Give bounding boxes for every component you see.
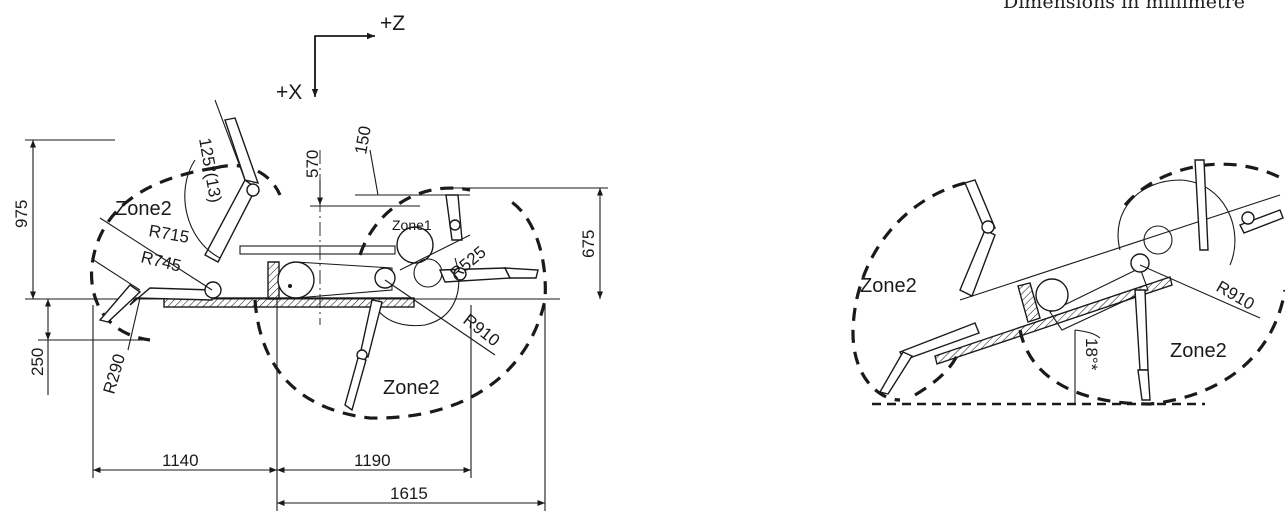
- seat-plate-tilted: [934, 276, 1173, 365]
- units-note: Dimensions in millimetre: [1003, 0, 1245, 13]
- tilt-angle-label: 18°*: [1082, 338, 1101, 371]
- elbow-circle: [413, 258, 443, 288]
- d150-leader: [369, 149, 379, 196]
- d570-label: 570: [303, 150, 322, 178]
- tilt-angle-arc: [1074, 329, 1101, 339]
- zone2-boundary-left-right-view: [851, 181, 966, 402]
- foot-down: [344, 357, 367, 412]
- hand-right: [503, 267, 539, 279]
- wrist-right-circle: [453, 267, 467, 281]
- hip-circle-tilted: [1035, 278, 1069, 312]
- r525-line: [399, 234, 471, 271]
- zone2-left-label-right-view: Zone2: [860, 275, 917, 297]
- arm-right-tilted: [1239, 209, 1284, 234]
- backrest-plate: [267, 261, 280, 300]
- zone1-solid-arc-right-view: [1117, 179, 1236, 266]
- shoulder-circle-tilted: [1130, 253, 1150, 273]
- torso-upper-edge: [239, 245, 396, 255]
- r910-label: R910: [460, 310, 504, 350]
- coordinate-axes: +Z +X: [276, 12, 405, 104]
- r910-label-right-view: R910: [1213, 277, 1258, 314]
- r745-line: [91, 258, 141, 291]
- wrist-upper-circle: [246, 183, 260, 197]
- hand-lower-tilted: [878, 351, 914, 395]
- zone1-label: Zone1: [392, 217, 432, 233]
- d975-label: 975: [12, 200, 31, 228]
- r290-line: [127, 297, 141, 351]
- hand-left: [98, 284, 142, 323]
- r910-line: [384, 279, 496, 356]
- r745-label: R745: [139, 247, 183, 275]
- zone2-boundary-left: [89, 166, 216, 342]
- angle-leg-top: [214, 99, 246, 181]
- hip-circle: [277, 261, 315, 299]
- d150-label: 150: [351, 124, 375, 155]
- z-axis-label: +Z: [380, 12, 405, 35]
- r290-label: R290: [100, 352, 129, 396]
- hand-upper-raised: [224, 117, 260, 184]
- d1190-label: 1190: [354, 451, 391, 470]
- arm-raised-tilted: [959, 229, 996, 297]
- ankle-up-circle: [449, 219, 461, 231]
- d1140-label: 1140: [162, 451, 199, 470]
- x-axis-label: +X: [276, 81, 302, 104]
- r715-label: R715: [147, 221, 190, 247]
- zone2-boundary-bottom-right-view: [1018, 289, 1285, 406]
- backrest-tilted: [1017, 282, 1041, 323]
- d1615-label: 1615: [390, 484, 428, 503]
- wrist-raised-circle: [981, 220, 995, 234]
- right-view: Zone2 Zone2 R910 18°*: [851, 159, 1285, 406]
- wrist-left-circle: [204, 281, 222, 299]
- angle-label: 125°(13): [195, 136, 225, 204]
- wrist-right-circle-tilted: [1241, 211, 1255, 225]
- left-view: Zone2 Zone2 Zone1 R715 R745 R290 R525 R9…: [12, 99, 608, 511]
- leg-up: [445, 194, 463, 241]
- leg-up-tilted: [1194, 159, 1209, 251]
- body-axis-line: [959, 194, 1281, 301]
- zone2-right-label-right-view: Zone2: [1170, 340, 1227, 362]
- zone1-solid-arc: [371, 257, 460, 327]
- seat-plate: [163, 297, 415, 308]
- d250-label: 250: [28, 348, 47, 376]
- zone2-boundary-inner-right-view: [914, 347, 962, 397]
- foot-down-tilted: [1137, 369, 1151, 401]
- hip-center: [288, 284, 292, 288]
- r910-line-right-view: [1139, 264, 1261, 319]
- zone2-boundary-bottom: [253, 196, 547, 420]
- r715-line: [99, 217, 213, 291]
- angle-arc: [184, 159, 221, 259]
- d675-label: 675: [579, 230, 598, 258]
- torso-tilted: [1049, 267, 1149, 331]
- leg-down-tilted: [1134, 289, 1149, 371]
- leg-down: [359, 299, 383, 358]
- zone2-bottom-label: Zone2: [383, 377, 440, 399]
- zone2-boundary-arc-top: [214, 163, 282, 196]
- zone2-left-label: Zone2: [115, 198, 172, 220]
- head-circle-tilted: [1143, 225, 1173, 255]
